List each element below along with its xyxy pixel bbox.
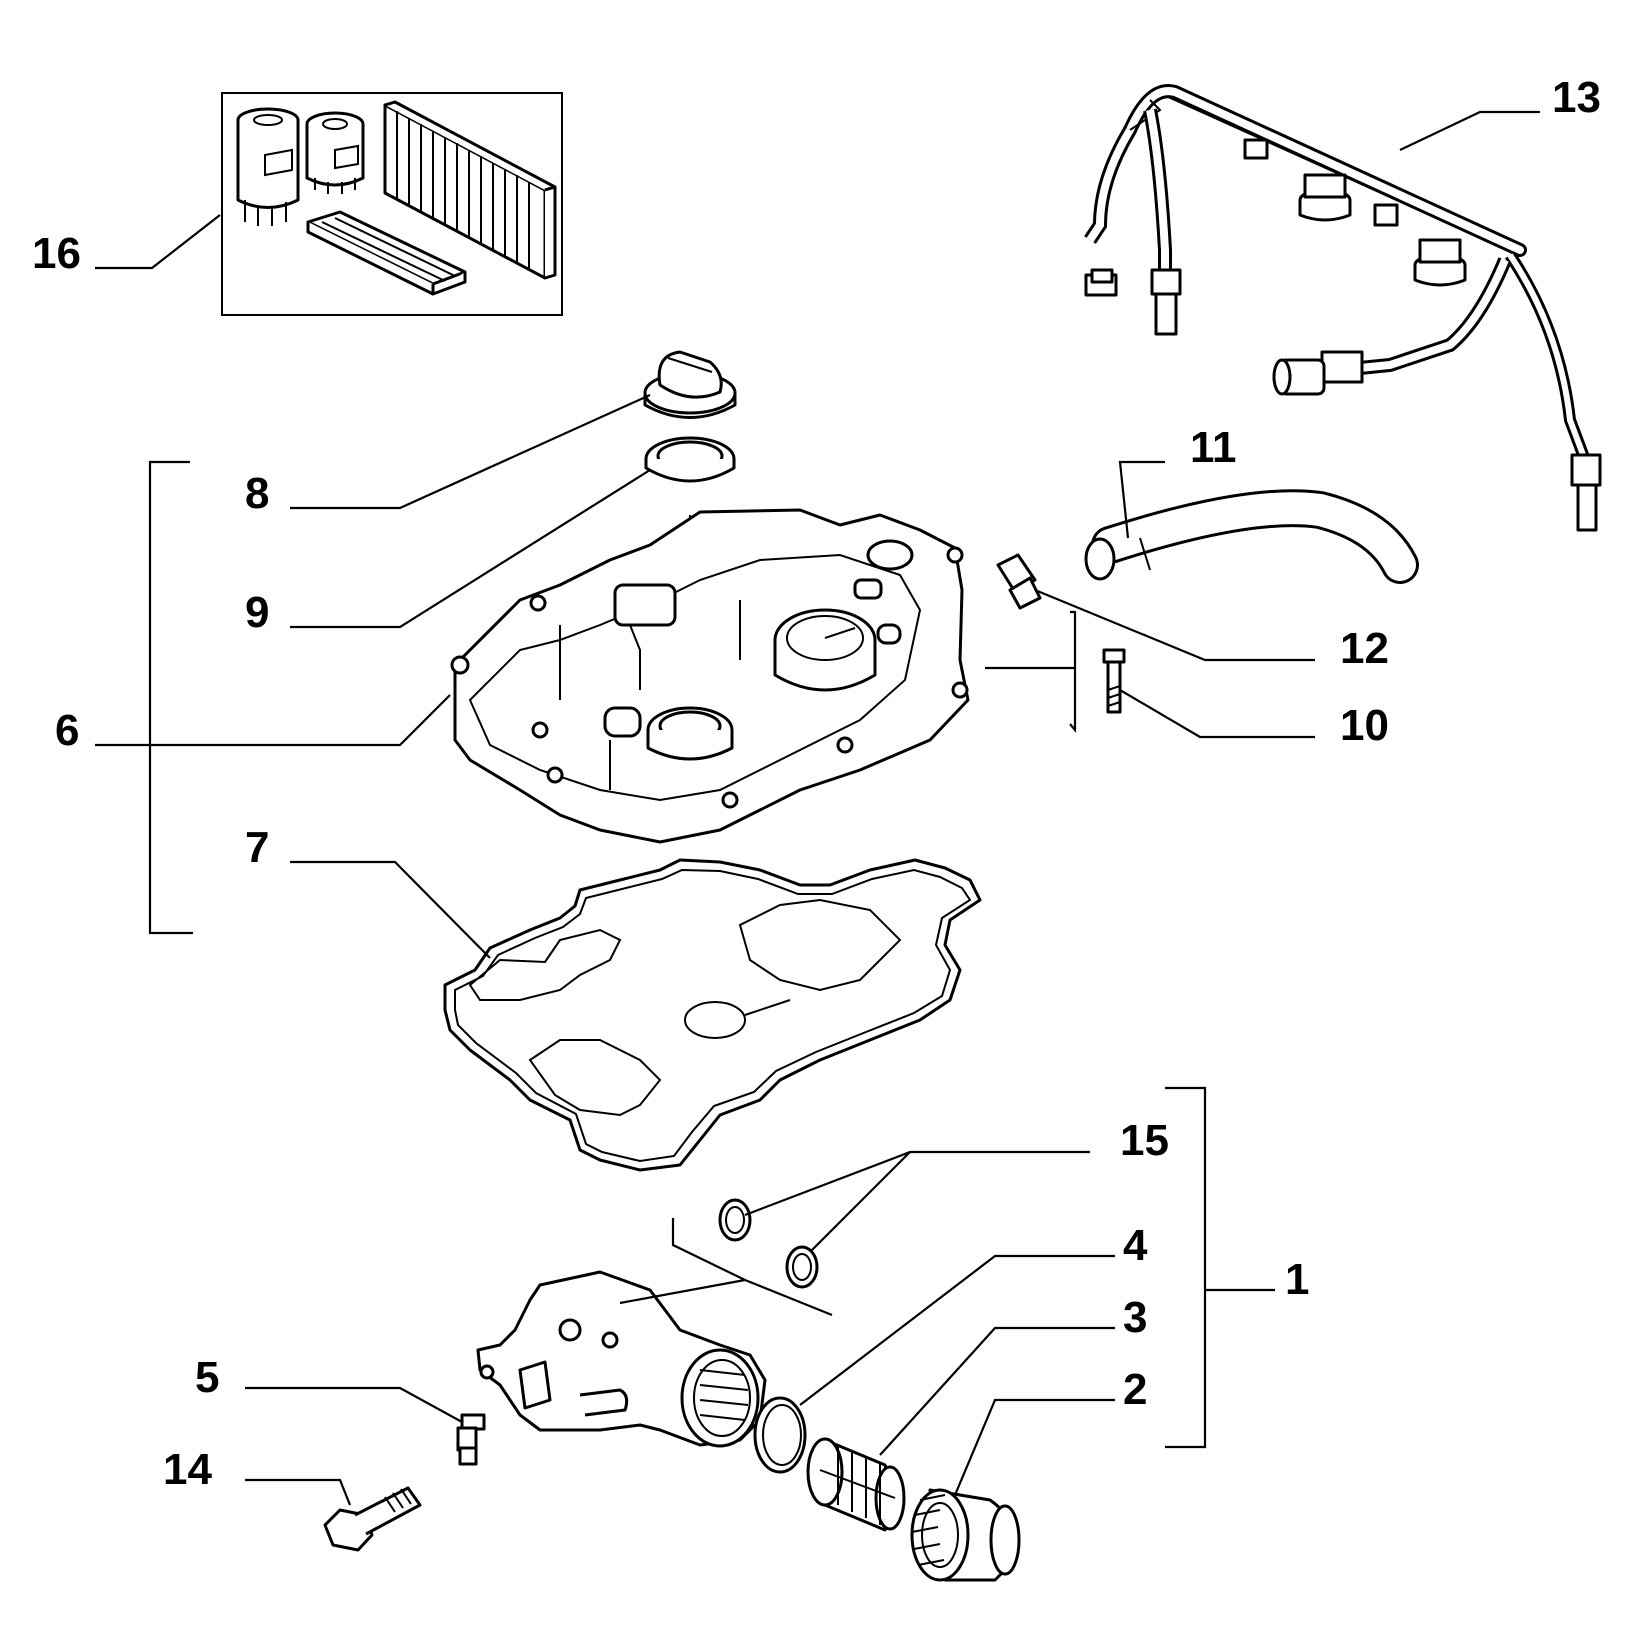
filter-element-part: [806, 1437, 906, 1532]
label-14: 14: [163, 1445, 212, 1494]
label-5: 5: [195, 1353, 219, 1402]
label-8: 8: [245, 469, 269, 518]
label-7: 7: [245, 823, 269, 872]
oil-filter-housing-part: [476, 1270, 767, 1448]
filter-kit-part: [221, 92, 563, 316]
label-10: 10: [1340, 701, 1389, 750]
oil-filter-small-icon: [305, 111, 365, 194]
label-12: 12: [1340, 624, 1389, 673]
pipe-harness-part: [1084, 84, 1602, 532]
cylinder-head-cover-part: [450, 508, 970, 844]
label-4: 4: [1123, 1221, 1148, 1270]
stud-bracket: [1069, 610, 1077, 734]
label-13: 13: [1552, 73, 1601, 122]
cover-gasket-part: [443, 858, 982, 1172]
harness-connector-left-icon: [1084, 268, 1118, 297]
oil-filler-cap-part: [643, 350, 737, 419]
label-6: 6: [55, 706, 79, 755]
hose-clip-part: [996, 553, 1042, 610]
mounting-bolt-part: [323, 1486, 422, 1552]
oil-filter-large-icon: [236, 107, 300, 226]
air-filter-panel-icon: [383, 100, 557, 280]
filter-cap-part: [910, 1488, 1021, 1582]
breather-hose-part: [1084, 489, 1419, 584]
harness-hose-end-icon: [1272, 350, 1364, 396]
harness-connector-mid-icon: [1150, 268, 1182, 336]
housing-seal-ring-part: [753, 1396, 807, 1474]
o-ring-bracket: [671, 1218, 833, 1317]
label-1: 1: [1285, 1255, 1309, 1304]
stud-bolt-part: [1102, 648, 1126, 714]
oil-pressure-sensor-part: [456, 1413, 486, 1466]
cap-seal-part: [644, 436, 736, 483]
o-rings-part: [718, 1198, 819, 1289]
label-9: 9: [245, 588, 269, 637]
label-11: 11: [1190, 423, 1237, 472]
harness-port-2-icon: [1413, 238, 1467, 287]
cabin-filter-icon: [306, 210, 467, 296]
leader-lines: [95, 110, 1540, 1506]
label-2: 2: [1123, 1365, 1147, 1414]
harness-port-1-icon: [1298, 173, 1352, 222]
harness-sensor-end-icon: [1570, 453, 1602, 532]
label-16: 16: [32, 229, 81, 278]
harness-stud-1-icon: [1243, 138, 1399, 227]
group-1-bracket: [1165, 1086, 1207, 1449]
label-15: 15: [1120, 1116, 1169, 1165]
group-6-bracket: [148, 460, 193, 935]
label-3: 3: [1123, 1293, 1147, 1342]
